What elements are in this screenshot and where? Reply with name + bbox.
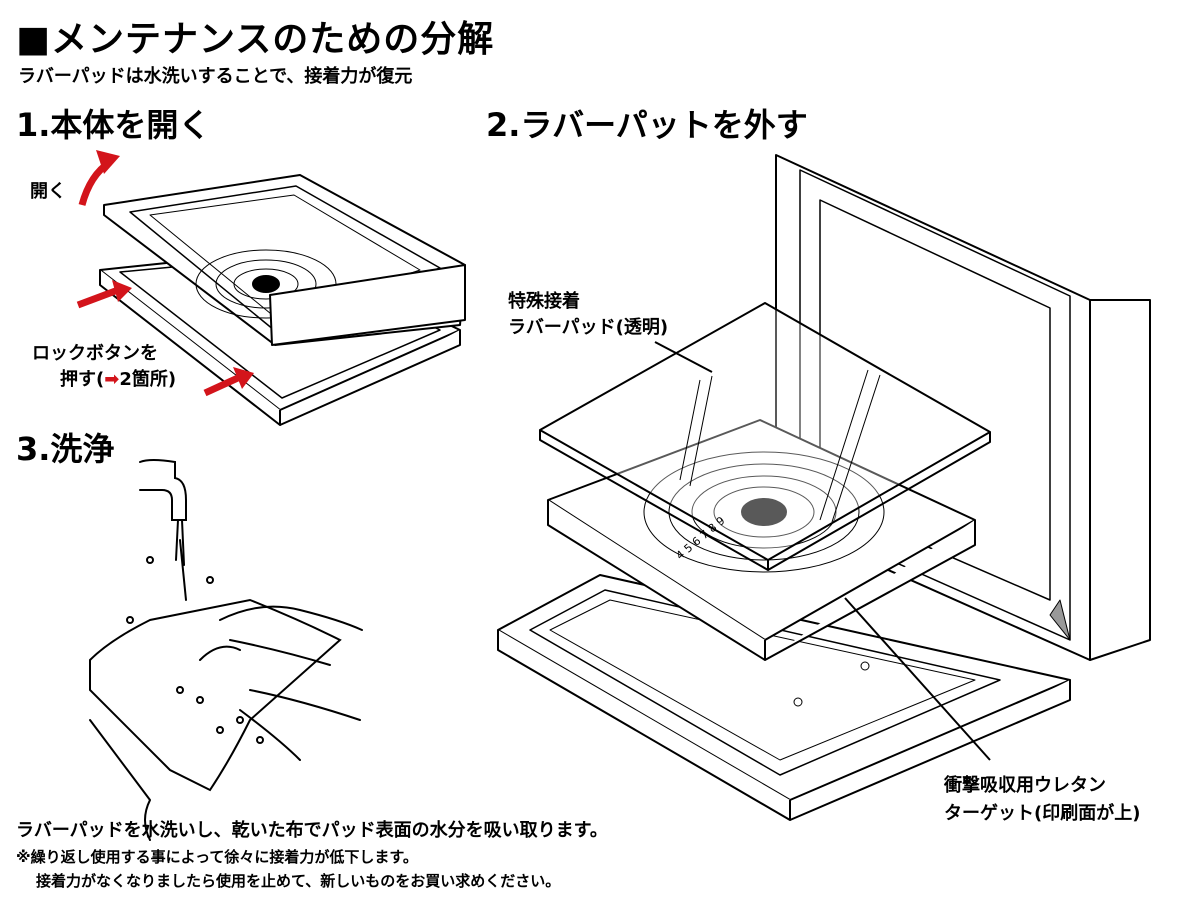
step-3-heading: 3.洗浄 bbox=[16, 430, 115, 468]
lock-button-label-line1: ロックボタンを bbox=[32, 343, 158, 364]
step-1-heading: 1.本体を開く bbox=[16, 106, 211, 144]
target-leader-line bbox=[844, 597, 991, 761]
target-label-line1: 衝撃吸収用ウレタン bbox=[944, 775, 1106, 796]
pad-label-line2: ラバーパッド(透明) bbox=[508, 317, 669, 338]
lock-arrow-left-icon bbox=[76, 286, 120, 309]
page-subtitle: ラバーパッドは水洗いすることで、接着力が復元 bbox=[18, 66, 413, 87]
lock-arrow-right-icon bbox=[203, 373, 242, 397]
opened-device-illustration bbox=[99, 174, 466, 426]
footer-line-1: ラバーパッドを水洗いし、乾いた布でパッド表面の水分を吸い取ります。 bbox=[16, 820, 608, 841]
red-arrow-icon: ➡ bbox=[104, 369, 120, 390]
page-title: ■メンテナンスのための分解 bbox=[16, 19, 495, 60]
open-label: 開く bbox=[30, 181, 66, 202]
footer-line-2: ※繰り返し使用する事によって徐々に接着力が低下します。 bbox=[16, 848, 418, 866]
lock-button-label-line2: 押す(➡2箇所) bbox=[60, 368, 176, 392]
target-label-line2: ターゲット(印刷面が上) bbox=[944, 803, 1141, 824]
bullseye-icon bbox=[741, 498, 787, 526]
lock-label-text-a: 押す( bbox=[60, 369, 105, 390]
exploded-view-illustration bbox=[497, 154, 1151, 821]
bullseye-icon bbox=[252, 275, 280, 293]
pad-leader-line bbox=[654, 341, 713, 373]
pad-label-line1: 特殊接着 bbox=[508, 291, 580, 312]
washing-illustration bbox=[89, 459, 363, 841]
step-2-heading: 2.ラバーパットを外す bbox=[486, 106, 808, 144]
footer-line-3: 接着力がなくなりましたら使用を止めて、新しいものをお買い求めください。 bbox=[36, 872, 561, 890]
lock-label-text-b: 2箇所) bbox=[119, 369, 177, 390]
